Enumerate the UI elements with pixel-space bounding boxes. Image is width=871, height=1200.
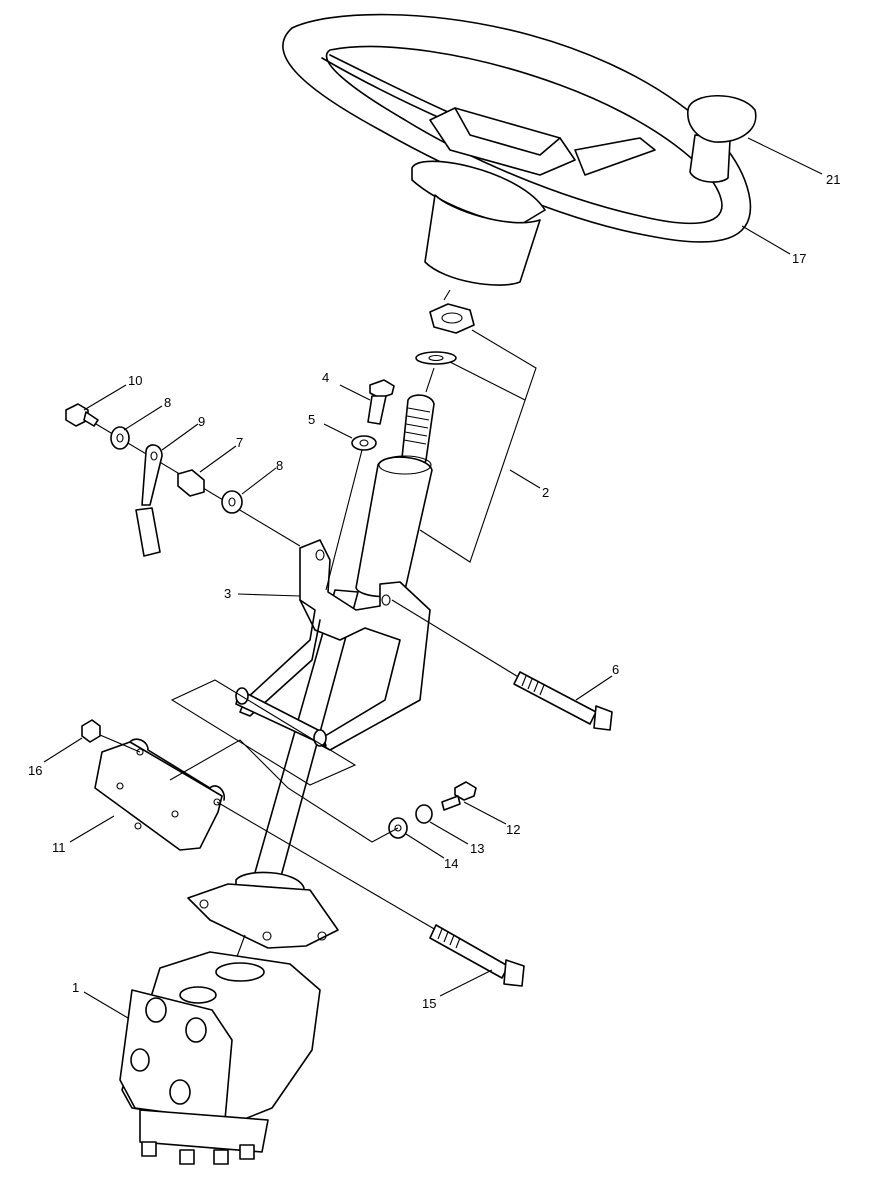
callout-1: 1 (72, 980, 79, 995)
leader-lines (43, 137, 823, 1019)
callout-labels: 21 17 2 4 5 10 8 9 7 8 3 6 16 11 12 13 1… (28, 172, 840, 1011)
shaft-nut (429, 303, 475, 334)
callout-15: 15 (422, 996, 436, 1011)
bolt-15 (216, 801, 525, 987)
spinner-knob (687, 94, 757, 183)
bolt-10 (65, 403, 99, 427)
callout-3: 3 (224, 586, 231, 601)
callout-16: 16 (28, 763, 42, 778)
lock-washer-13 (415, 804, 433, 824)
column-bracket (235, 539, 431, 751)
callout-21: 21 (826, 172, 840, 187)
callout-4: 4 (322, 370, 329, 385)
callout-2: 2 (542, 485, 549, 500)
callout-11: 11 (52, 840, 66, 855)
callout-13: 13 (470, 841, 484, 856)
callout-10: 10 (128, 373, 142, 388)
callout-17: 17 (792, 251, 806, 266)
nut-7 (177, 469, 205, 497)
nut-16 (81, 719, 101, 743)
washer-8b (221, 490, 243, 514)
washer-8a (110, 426, 130, 450)
callout-6: 6 (612, 662, 619, 677)
callout-8-upper: 8 (164, 395, 171, 410)
callout-5: 5 (308, 412, 315, 427)
callout-7: 7 (236, 435, 243, 450)
callout-8-lower: 8 (276, 458, 283, 473)
bolt-12 (441, 781, 477, 811)
callout-14: 14 (444, 856, 458, 871)
callout-9: 9 (198, 414, 205, 429)
bolt-6 (391, 599, 613, 731)
mounting-bracket (94, 738, 226, 851)
steering-valve (119, 951, 321, 1165)
bolt-4 (367, 379, 395, 425)
washer-5 (351, 435, 377, 451)
callout-12: 12 (506, 822, 520, 837)
cable-end-9 (135, 444, 163, 557)
lock-washer-top (415, 351, 457, 365)
steering-wheel (282, 13, 752, 286)
